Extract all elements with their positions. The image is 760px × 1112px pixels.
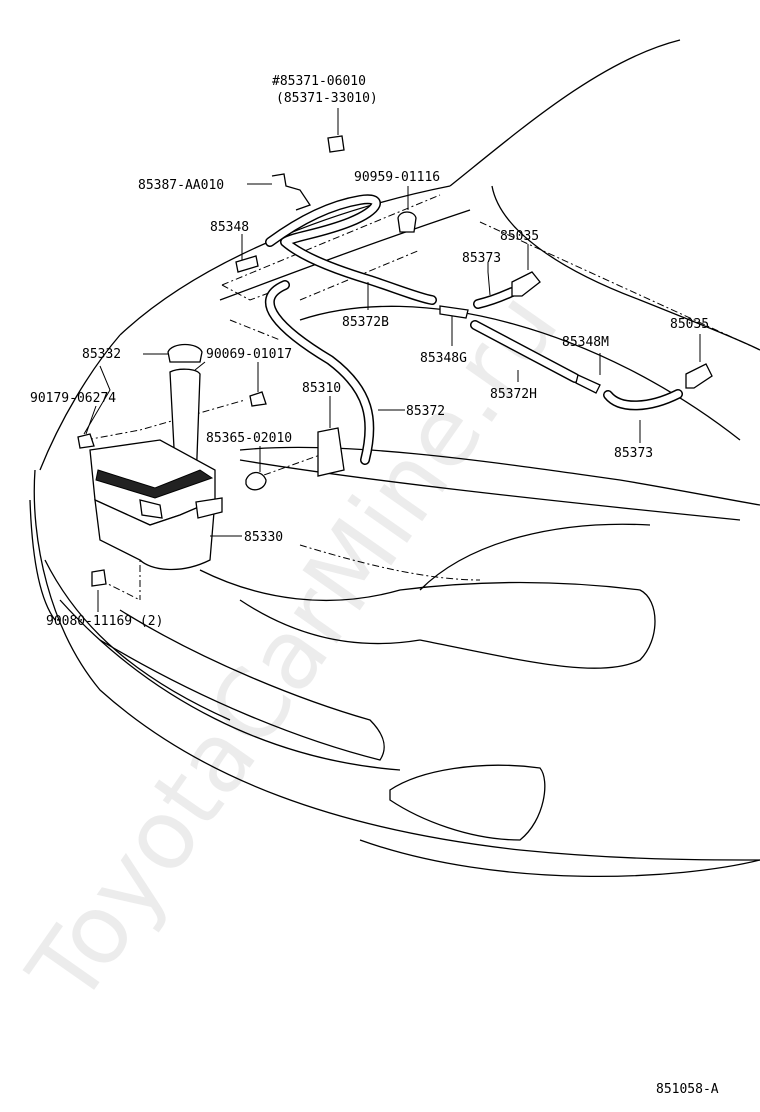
nozzle-right-top [511, 271, 541, 297]
label-90179-06274: 90179-06274 [30, 391, 116, 406]
label-85035-top: 85035 [500, 229, 539, 244]
clip-part [327, 135, 345, 153]
label-90959-01116: 90959-01116 [354, 170, 440, 185]
small-parts [77, 135, 713, 587]
cap-85332-part [167, 343, 203, 363]
label-85371-06010: #85371-06010 [272, 74, 366, 89]
diagram-code: 851058-A [656, 1082, 719, 1097]
part-labels: #85371-06010 (85371-33010) 85387-AA010 9… [30, 74, 719, 1097]
bolt-part [249, 391, 267, 407]
label-85372: 85372 [406, 404, 445, 419]
label-85330: 85330 [244, 530, 283, 545]
label-85373-top: 85373 [462, 251, 501, 266]
label-90069-01017: 90069-01017 [206, 347, 292, 362]
nozzle-right-bottom [685, 363, 713, 389]
label-85348m: 85348M [562, 335, 609, 350]
joint-85348m [575, 374, 601, 394]
label-85332: 85332 [82, 347, 121, 362]
label-85387-aa010: 85387-AA010 [138, 178, 224, 193]
hoses [265, 194, 683, 465]
sensor-wire-part [271, 173, 312, 211]
nut-part [77, 433, 95, 449]
grommet-85365-part [245, 471, 267, 491]
leader-dashes [85, 194, 760, 601]
label-85365-02010: 85365-02010 [206, 431, 292, 446]
label-85348: 85348 [210, 220, 249, 235]
label-85310: 85310 [302, 381, 341, 396]
label-85373-bottom: 85373 [614, 446, 653, 461]
label-85372b: 85372B [342, 315, 389, 330]
label-85035-right: 85035 [670, 317, 709, 332]
grommet-part [397, 211, 417, 233]
bolt-lower-part [91, 569, 107, 587]
watermark: ToyotaCarMine.ru [7, 272, 580, 1024]
label-85371-33010: (85371-33010) [276, 91, 378, 106]
label-85348g: 85348G [420, 351, 467, 366]
joint-85348g [439, 305, 469, 319]
pump-85310-part [317, 427, 345, 477]
callout-lines [83, 108, 701, 612]
car-body-outline [29, 39, 760, 878]
label-90080-11169: 90080-11169 (2) [46, 614, 163, 629]
joint-85348 [235, 255, 259, 273]
label-85372h: 85372H [490, 387, 537, 402]
washer-tank [89, 368, 223, 571]
